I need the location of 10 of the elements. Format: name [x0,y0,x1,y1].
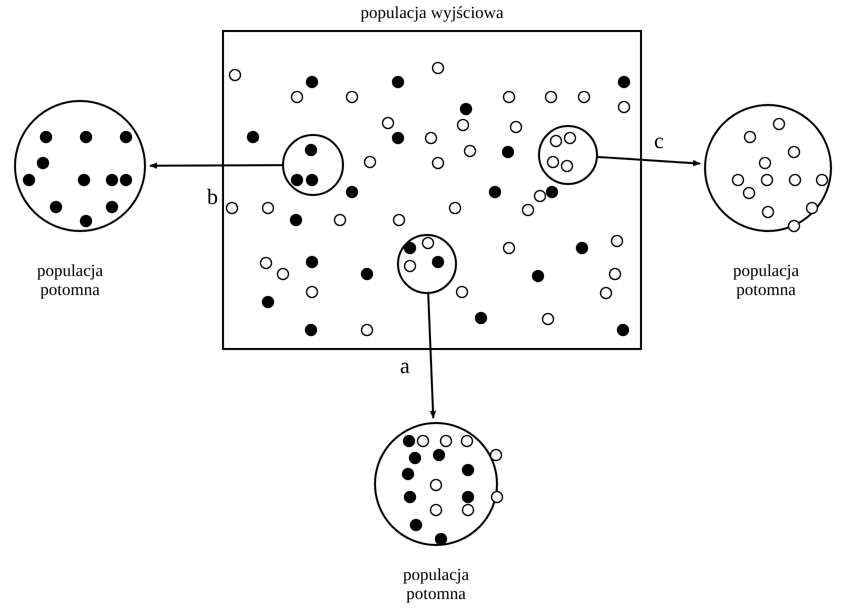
population-caption: populacja potomna [402,566,470,604]
arrow [149,162,282,169]
sample-circle [397,234,457,294]
population-title: populacja wyjściowa [359,4,505,23]
arrow [598,156,701,166]
sample-circle [538,125,598,185]
arrow [427,294,436,419]
population-caption: populacja potomna [732,262,800,300]
sample-circle [282,134,344,196]
population-caption: populacja potomna [36,262,104,300]
